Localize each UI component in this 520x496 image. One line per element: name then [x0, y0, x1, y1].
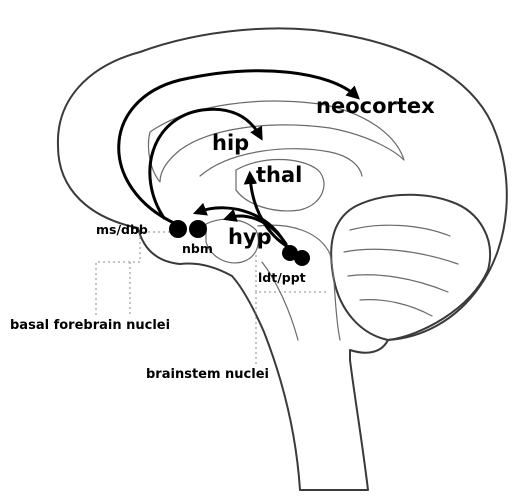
brain-outline	[56, 27, 508, 491]
ms-dbb-nucleus	[169, 220, 187, 238]
fornix	[199, 148, 363, 177]
caption-brainstem: brainstem nuclei	[146, 367, 269, 382]
cerebellum-folia	[343, 224, 459, 317]
corpus-callosum	[147, 100, 405, 183]
label-ms-dbb: ms/dbb	[96, 222, 148, 237]
label-hyp: hyp	[228, 225, 272, 249]
label-ldt-ppt: ldt/ppt	[258, 270, 306, 285]
label-neocortex: neocortex	[316, 94, 435, 118]
brainstem-outline	[257, 224, 341, 341]
ldt-nucleus	[282, 245, 298, 261]
label-nbm: nbm	[182, 241, 213, 256]
leader-ms-dbb	[95, 231, 170, 318]
ppt-nucleus	[294, 250, 310, 266]
pathway-to-neocortex	[117, 69, 360, 226]
pathway-to-hip	[148, 107, 263, 220]
nbm-nucleus	[189, 220, 207, 238]
label-hip: hip	[212, 131, 249, 155]
caption-basal-forebrain: basal forebrain nuclei	[10, 318, 170, 333]
pathway-to-hyp	[222, 209, 288, 246]
label-thal: thal	[256, 163, 302, 187]
cerebellum-outline	[330, 193, 492, 341]
